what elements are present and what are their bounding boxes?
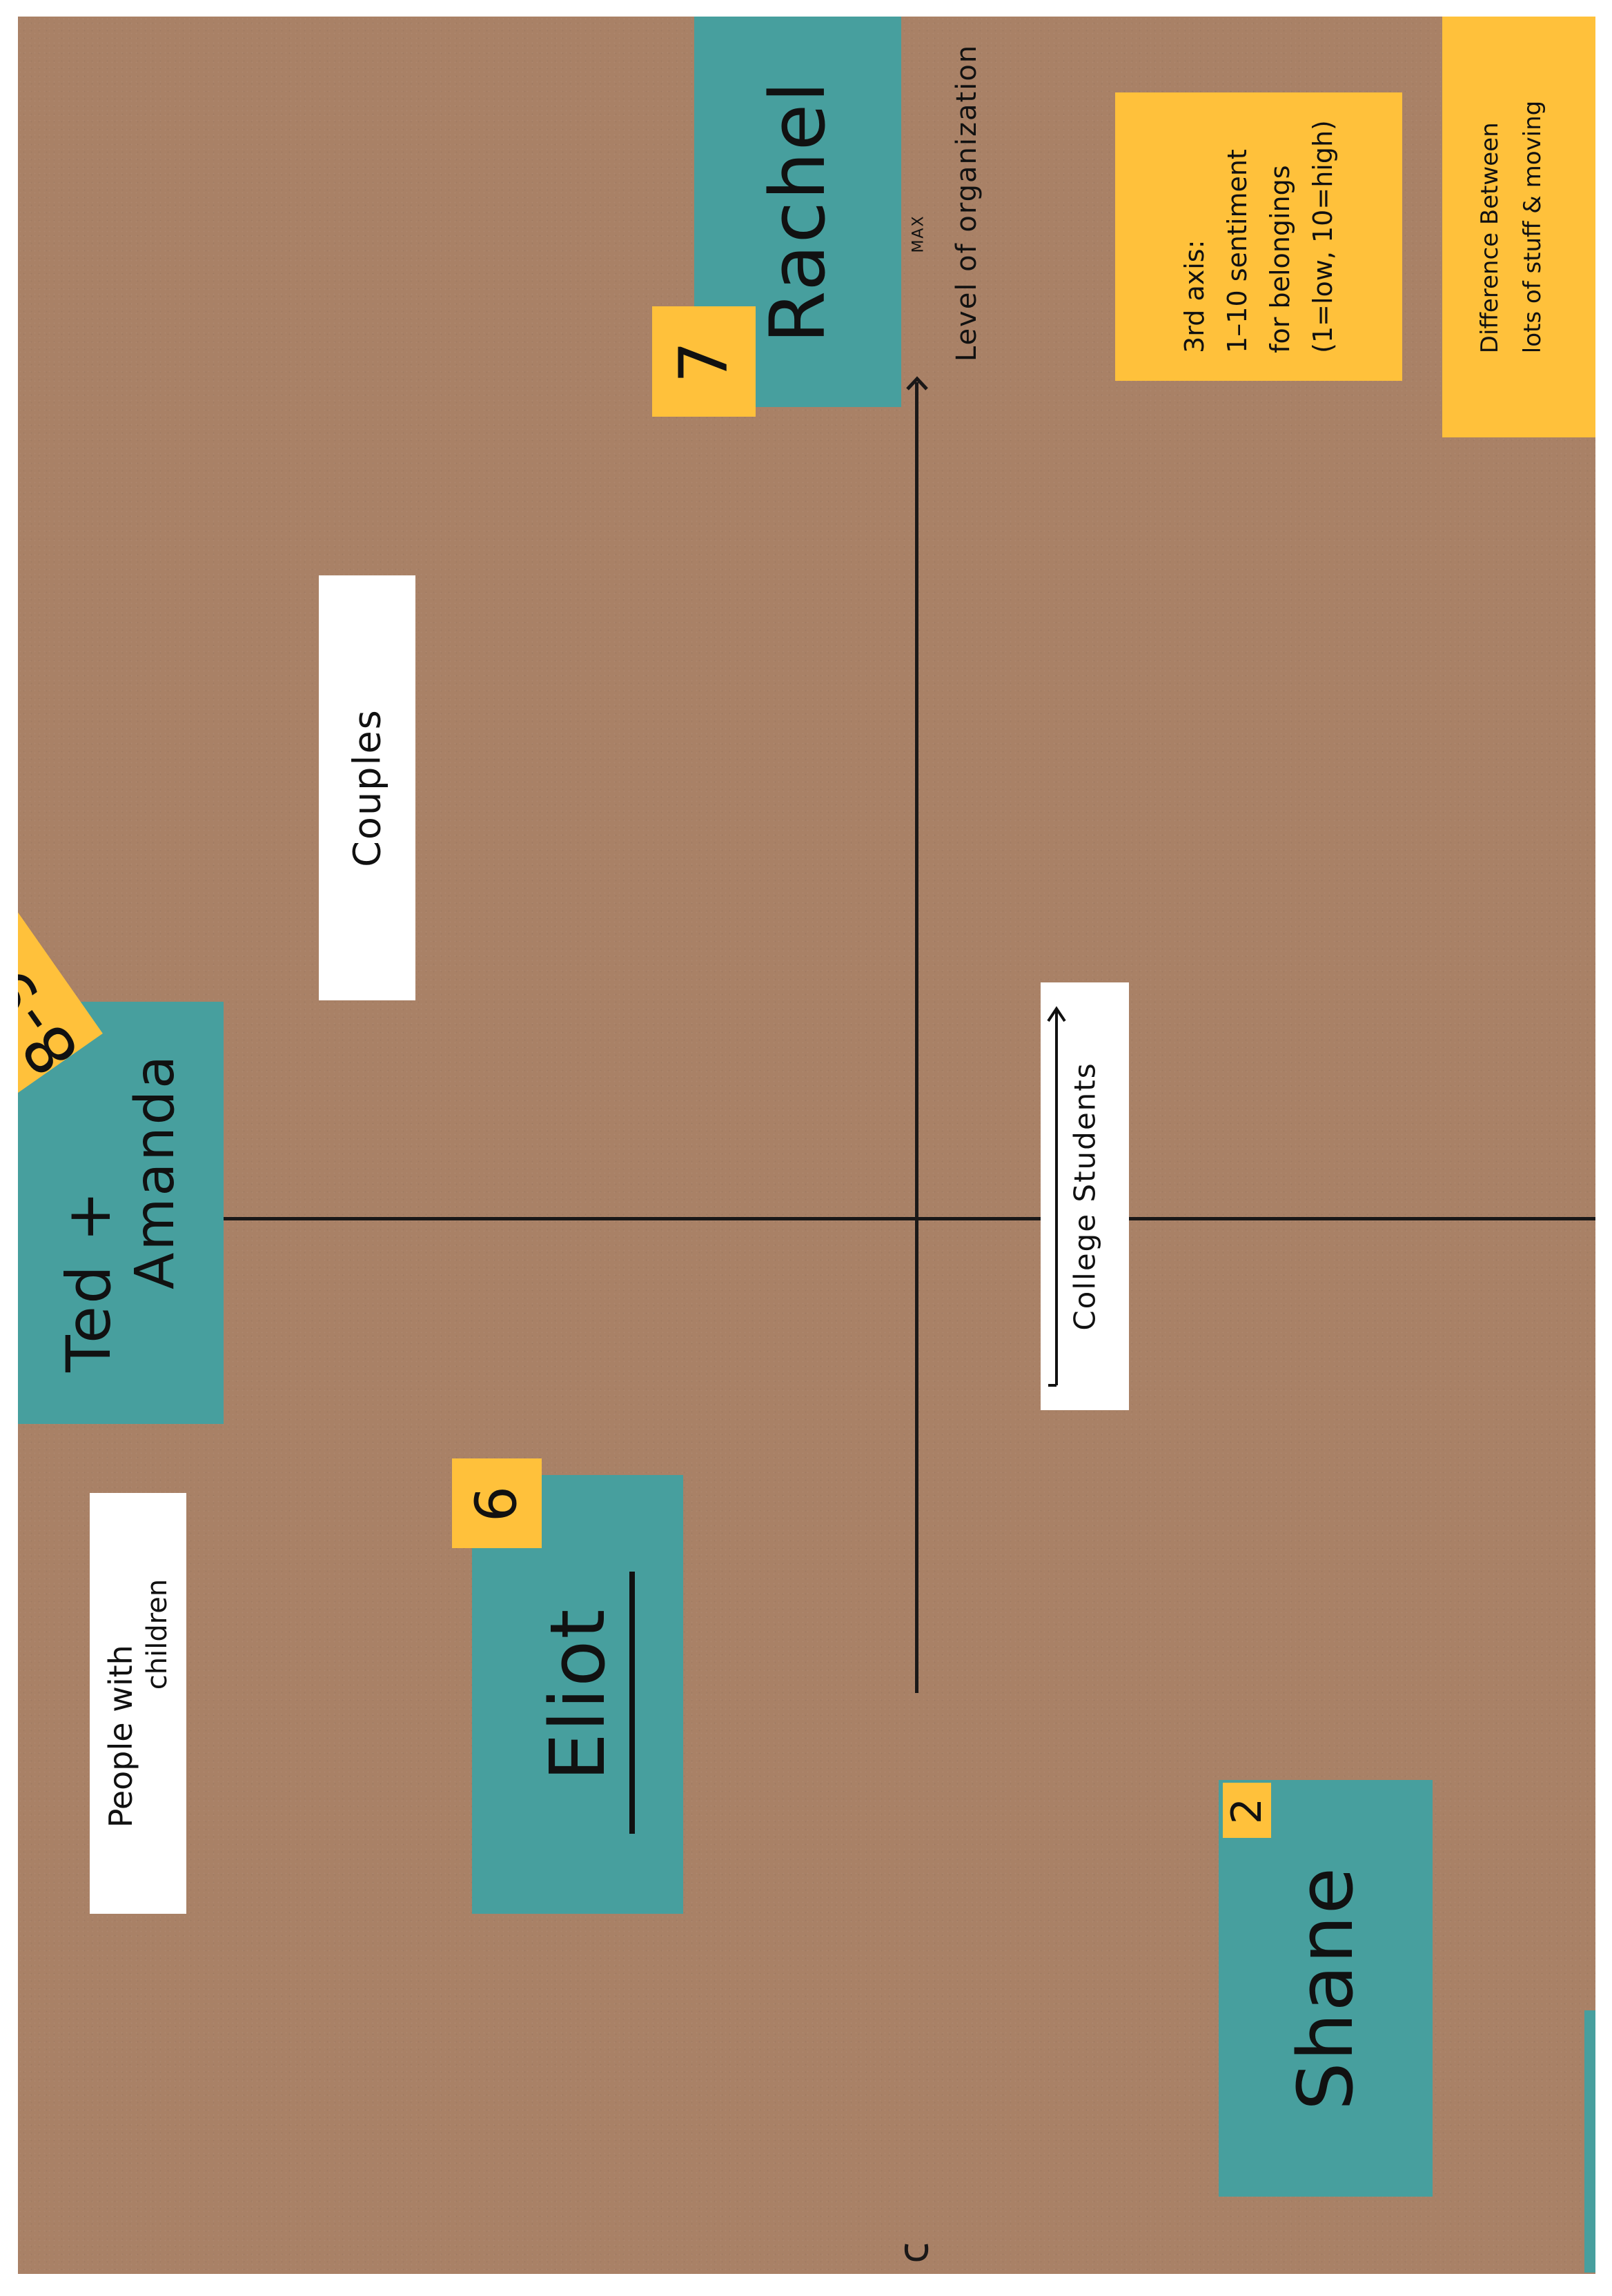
score-note-rachel: 7 <box>652 306 756 417</box>
quadrant-label-college-students: College Students <box>1041 982 1129 1410</box>
couples-text: Couples <box>345 709 389 867</box>
quadrant-label-couples: Couples <box>319 575 415 1000</box>
axis-label-cut-word: MAX <box>910 215 927 253</box>
people-with-text: People with <box>102 1645 139 1828</box>
note-difference: Difference Between lots of stuff & movin… <box>1442 17 1595 437</box>
person-card-ted-amanda: Ted + Amanda <box>18 1002 224 1424</box>
score-rachel: 7 <box>665 339 743 384</box>
score-eliot: 6 <box>464 1484 530 1523</box>
axis-label-text: Level of organization <box>951 43 983 362</box>
axis-arrow-top <box>906 376 928 390</box>
college-students-arrow <box>1047 1006 1066 1387</box>
note-third-axis-line3: for belongings <box>1265 165 1295 353</box>
note-third-axis-line4: (1=low, 10=high) <box>1308 120 1338 353</box>
note-difference-line1: Difference Between <box>1475 122 1504 354</box>
score-note-shane: 2 <box>1223 1783 1271 1838</box>
person-name-amanda: Amanda <box>124 1053 186 1289</box>
axis-label-level-of-organization: Level of organization <box>936 23 998 382</box>
person-name-ted: Ted + <box>53 1189 124 1372</box>
axis-label-cut-text: MAX <box>901 213 936 255</box>
note-third-axis: 3rd axis: 1–10 sentiment for belongings … <box>1115 92 1402 381</box>
person-name-eliot: Eliot <box>533 1607 622 1781</box>
partial-teal-card <box>1584 2010 1595 2273</box>
vertical-axis-line <box>915 382 918 1693</box>
person-name-rachel: Rachel <box>754 80 842 344</box>
note-third-axis-line1: 3rd axis: <box>1179 239 1210 353</box>
person-name-shane: Shane <box>1281 1866 1370 2111</box>
horizontal-axis-line <box>218 1217 1595 1220</box>
eliot-underline <box>629 1572 635 1834</box>
person-card-eliot: Eliot <box>472 1475 683 1914</box>
college-students-text: College Students <box>1068 1062 1102 1331</box>
note-difference-line2: lots of stuff & moving <box>1518 100 1546 354</box>
children-text: children <box>141 1578 173 1690</box>
score-shane: 2 <box>1223 1796 1271 1825</box>
person-card-shane: Shane <box>1219 1780 1433 2197</box>
kraft-paper-board: Level of organization MAX Rachel 7 3rd a… <box>18 17 1595 2274</box>
score-note-eliot: 6 <box>452 1458 542 1548</box>
quadrant-label-people-with-children: People with children <box>90 1493 186 1914</box>
note-third-axis-line2: 1–10 sentiment <box>1222 149 1252 353</box>
axis-arrow-left-end <box>904 2244 929 2262</box>
